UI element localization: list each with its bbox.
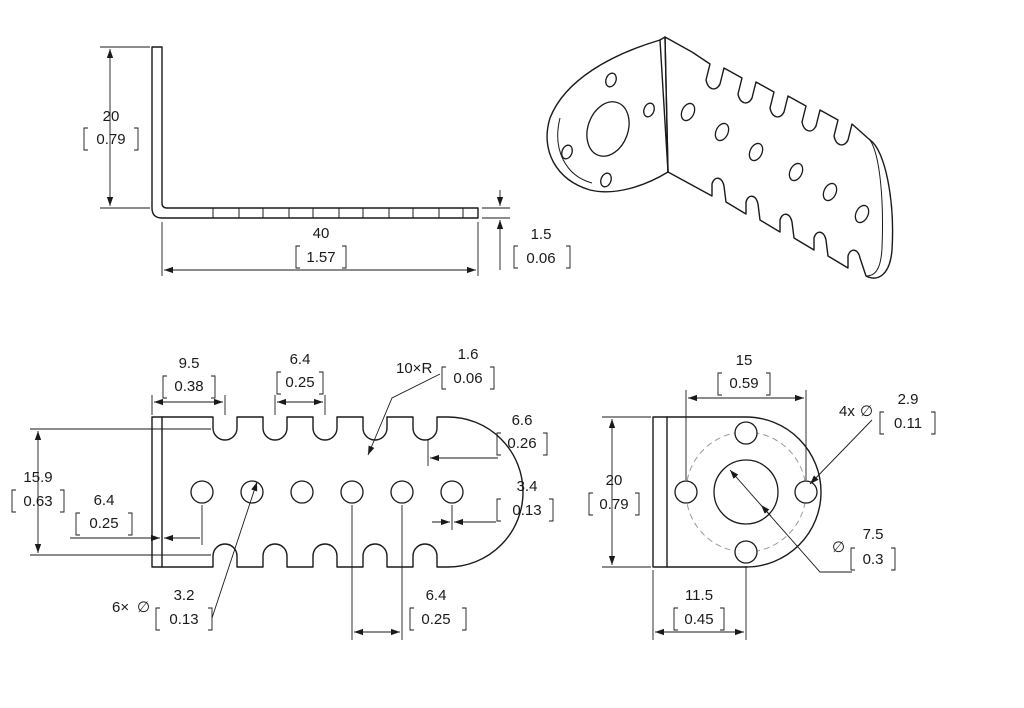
end-height-in: 0.79 [599,496,628,513]
side-length-in: 1.57 [306,249,335,266]
iso-plate-holes [680,102,870,224]
front-slot-pitch-mm: 6.4 [290,351,311,368]
front-hole-diameter-symbol: ∅ [137,599,150,616]
end-height-mm: 20 [606,472,623,489]
front-slot-pitch-in: 0.25 [285,374,314,391]
front-hole-offset-mm: 6.4 [94,492,115,509]
side-view: 20 0.79 40 1.57 1.5 0.06 [83,46,571,276]
end-center-offset-in: 0.45 [684,611,713,628]
end-bore-dia-in: 0.3 [863,551,884,568]
side-thickness-in: 0.06 [526,250,555,267]
front-hole-dia-mm: 3.2 [174,587,195,604]
side-height-mm: 20 [103,108,120,125]
end-plate-outline [652,416,822,568]
front-height-in: 0.63 [23,493,52,510]
front-hole-offset-in: 0.25 [89,515,118,532]
front-hole-pitch-mm: 6.4 [426,587,447,604]
end-bore-dia-mm: 7.5 [863,526,884,543]
front-radius-in: 0.06 [453,370,482,387]
side-length-mm: 40 [313,225,330,242]
front-end-offset-mm: 9.5 [179,355,200,372]
front-hole-count: 6× [112,599,129,616]
end-hole-count: 4x [839,403,855,420]
front-hole-pitch-in: 0.25 [421,611,450,628]
front-edge-offset-in: 0.13 [512,502,541,519]
slot-ticks [212,208,464,218]
front-height-mm: 15.9 [23,469,52,486]
front-radius-label: 10×R [396,360,432,377]
front-plate-outline [151,416,524,568]
side-height-in: 0.79 [96,131,125,148]
end-view: 15 0.59 4x ∅ 2.9 0.11 20 0.79 ∅ 7.5 0.3 … [588,352,936,640]
front-view: 9.5 0.38 6.4 0.25 10×R 1.6 0.06 6.6 0.26… [11,346,554,640]
bracket-side-profile [151,46,479,219]
end-center-offset-mm: 11.5 [685,587,713,604]
end-hole-diameter-symbol: ∅ [860,403,873,420]
front-hole-dia-in: 0.13 [169,611,198,628]
center-bore [713,459,779,525]
iso-bore [586,101,630,157]
iso-slotted-plate [664,36,894,279]
end-bolt-circle-in: 0.59 [729,375,758,392]
end-hole-dia-mm: 2.9 [898,391,919,408]
front-end-offset-in: 0.38 [174,378,203,395]
end-bolt-circle-mm: 15 [736,352,753,369]
end-hole-dia-in: 0.11 [894,415,922,432]
front-slot-depth-in: 0.26 [507,435,536,452]
front-edge-offset-mm: 3.4 [517,478,538,495]
iso-end-tab [546,36,669,193]
side-thickness-mm: 1.5 [531,226,552,243]
isometric-view [546,36,894,279]
front-slot-depth-mm: 6.6 [512,412,533,429]
end-bolt-holes [674,421,818,564]
end-bore-diameter-symbol: ∅ [832,539,845,556]
front-holes [190,480,464,504]
front-radius-mm: 1.6 [458,346,479,363]
